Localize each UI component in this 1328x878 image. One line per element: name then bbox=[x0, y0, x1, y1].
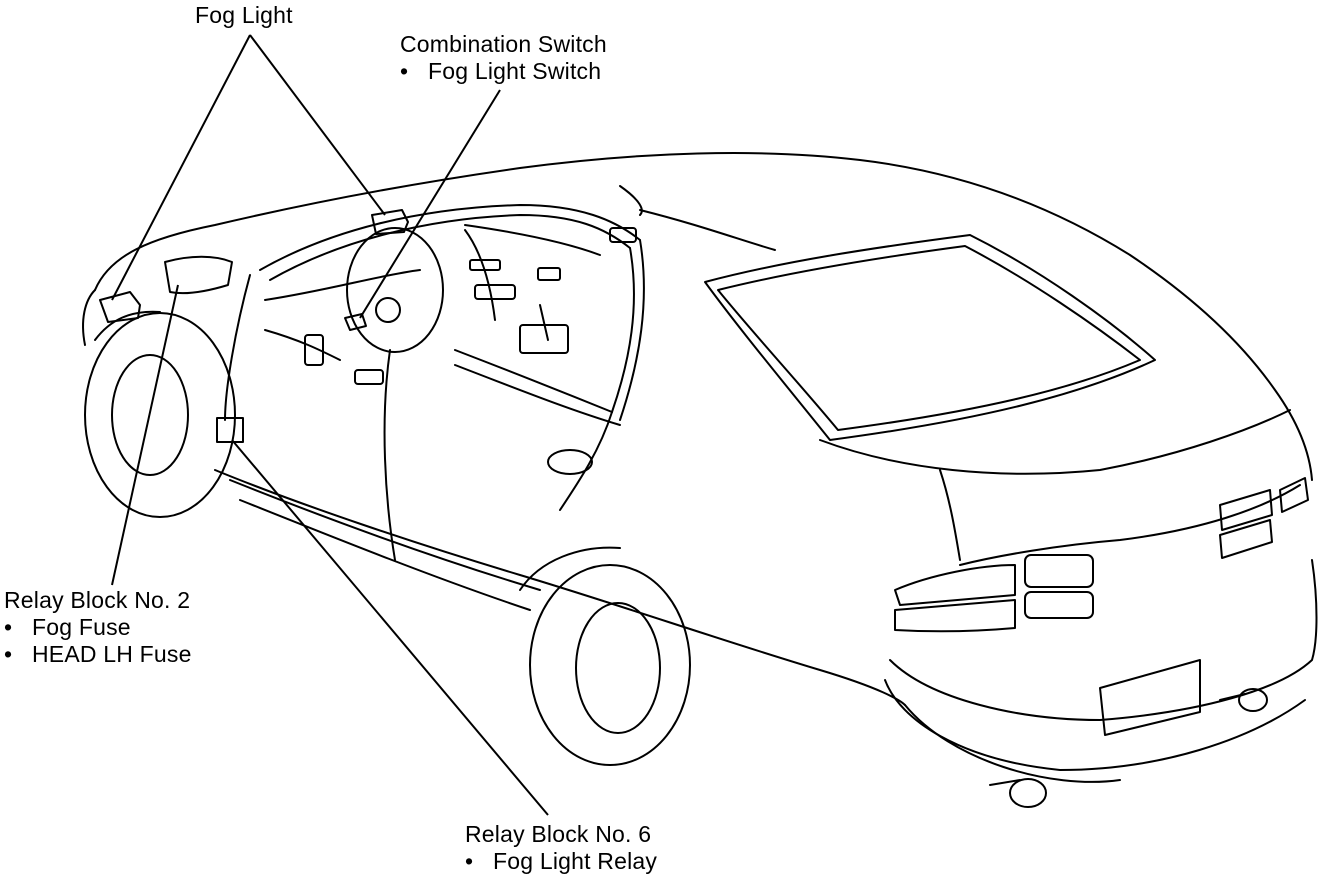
components bbox=[99, 209, 409, 443]
relay-block-2-icon bbox=[164, 255, 233, 295]
relay-block-6-icon bbox=[216, 417, 244, 443]
front-door bbox=[224, 274, 613, 561]
leader-relay-block-6 bbox=[231, 439, 549, 816]
car-body bbox=[82, 152, 1318, 783]
bullet-icon: • bbox=[4, 641, 13, 667]
fog-light-label: Fog Light bbox=[195, 2, 293, 29]
relay-block-2-label: Relay Block No. 2 •Fog Fuse •HEAD LH Fus… bbox=[4, 587, 192, 668]
rear-wheel bbox=[519, 546, 691, 766]
relay-block-2-item: •HEAD LH Fuse bbox=[4, 641, 192, 667]
combination-switch-item: •Fog Light Switch bbox=[400, 58, 602, 84]
leader-combination-switch bbox=[359, 89, 501, 319]
bullet-icon: • bbox=[400, 58, 409, 84]
rear-plate-exhaust bbox=[989, 659, 1268, 808]
leader-lines bbox=[111, 34, 549, 816]
leader-fog-light-right bbox=[249, 34, 386, 216]
leader-relay-block-2 bbox=[111, 284, 179, 586]
leader-fog-light-left bbox=[111, 34, 251, 301]
bullet-icon: • bbox=[4, 614, 13, 640]
relay-block-6-title: Relay Block No. 6 bbox=[465, 821, 652, 847]
tail-lights bbox=[894, 477, 1309, 633]
relay-block-6-item: •Fog Light Relay bbox=[465, 848, 658, 874]
combination-switch-label: Combination Switch •Fog Light Switch bbox=[400, 31, 607, 85]
fog-light-right-icon bbox=[371, 209, 409, 235]
fog-light-left-icon bbox=[99, 291, 141, 323]
front-wheel bbox=[84, 310, 236, 518]
relay-block-6-label: Relay Block No. 6 •Fog Light Relay bbox=[465, 821, 657, 875]
relay-block-2-item: •Fog Fuse bbox=[4, 614, 131, 640]
fog-light-title: Fog Light bbox=[195, 2, 293, 28]
bullet-icon: • bbox=[465, 848, 474, 874]
combination-switch-icon bbox=[344, 313, 367, 331]
relay-block-2-title: Relay Block No. 2 bbox=[4, 587, 191, 613]
cabin-interior bbox=[259, 185, 776, 426]
combination-switch-title: Combination Switch bbox=[400, 31, 607, 57]
rear-window bbox=[704, 234, 1156, 441]
